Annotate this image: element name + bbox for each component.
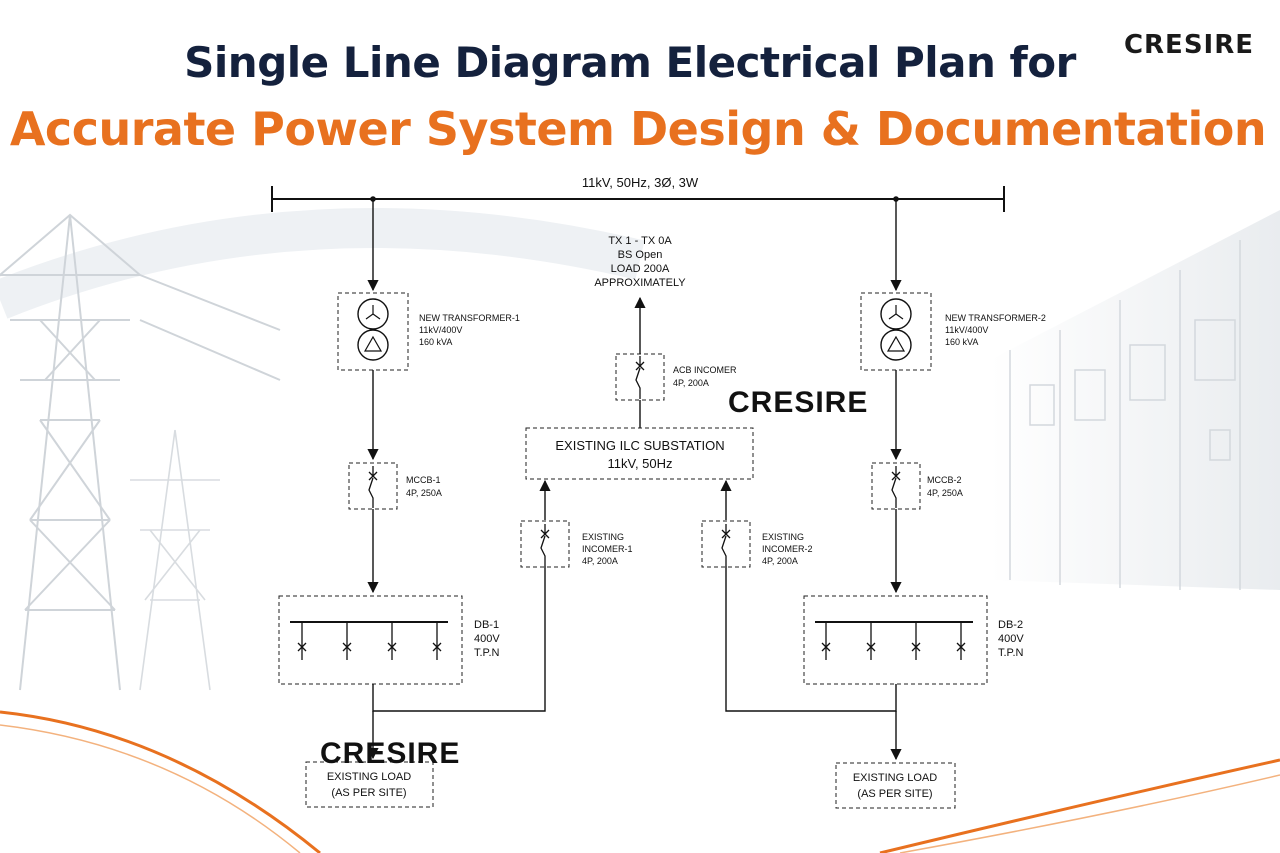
transmission-tower-icon: [130, 429, 220, 691]
db2-to-incomer2-line: [725, 566, 897, 712]
transformer-2: [860, 292, 932, 371]
tx-feed-line1: TX 1 - TX 0A: [608, 235, 672, 247]
db-2-type: T.P.N: [998, 647, 1024, 659]
breaker-symbol-icon: [368, 466, 378, 508]
watermark-logo: CRESIRE: [320, 737, 460, 770]
wye-symbol-icon: [888, 305, 904, 320]
load-1-line1: EXISTING LOAD: [327, 771, 411, 783]
acb-incomer-rating: 4P, 200A: [673, 378, 709, 388]
delta-symbol-icon: [363, 335, 383, 352]
breaker-symbol-icon: [721, 524, 731, 566]
db-1: [278, 595, 463, 685]
db1-to-incomer1-line: [372, 566, 546, 712]
tx-feed-line4: APPROXIMATELY: [594, 277, 686, 289]
acb-incomer-name: ACB INCOMER: [673, 365, 737, 375]
transformer-1-capacity: 160 kVA: [419, 337, 452, 347]
breaker-symbol-icon: [635, 356, 645, 399]
load-2-line2: (AS PER SITE): [857, 788, 932, 800]
db-1-name: DB-1: [474, 619, 499, 631]
transformer-1-rating: 11kV/400V: [419, 325, 462, 335]
mccb-1-name: MCCB-1: [406, 475, 441, 485]
tx-feed-line2: BS Open: [618, 249, 663, 261]
existing-load-2: EXISTING LOAD (AS PER SITE): [835, 762, 956, 809]
db-2-breakers: [821, 622, 966, 660]
mccb-2-rating: 4P, 250A: [927, 488, 963, 498]
db-2-voltage: 400V: [998, 633, 1024, 645]
incomer-2-line2: INCOMER-2: [762, 544, 813, 554]
existing-load-1: EXISTING LOAD (AS PER SITE): [305, 761, 434, 808]
db-1-type: T.P.N: [474, 647, 500, 659]
incomer-1-rating: 4P, 200A: [582, 556, 618, 566]
db-1-voltage: 400V: [474, 633, 500, 645]
brand-logo: CRESIRE: [1123, 30, 1254, 60]
watermark-logo: CRESIRE: [728, 386, 868, 419]
switchgear-panel-icon: [990, 210, 1280, 590]
mccb-1: [348, 462, 398, 510]
supply-bus-label: 11kV, 50Hz, 3Ø, 3W: [582, 175, 699, 190]
mccb-1-rating: 4P, 250A: [406, 488, 442, 498]
incomer-1-line1: EXISTING: [582, 532, 624, 542]
load-2-line1: EXISTING LOAD: [853, 772, 937, 784]
incomer-1-line2: INCOMER-1: [582, 544, 633, 554]
acb-incomer: [615, 353, 665, 401]
transformer-1: [337, 292, 409, 371]
breaker-symbol-icon: [891, 466, 901, 508]
transformer-2-capacity: 160 kVA: [945, 337, 978, 347]
substation-rating: 11kV, 50Hz: [607, 456, 672, 471]
breaker-symbol-icon: [540, 524, 550, 566]
load-1-line2: (AS PER SITE): [331, 787, 406, 799]
transformer-1-name: NEW TRANSFORMER-1: [419, 313, 520, 323]
supply-busbar: [271, 186, 1005, 212]
incomer-1: [520, 520, 570, 568]
transmission-tower-icon: [0, 213, 281, 691]
transformer-2-name: NEW TRANSFORMER-2: [945, 313, 1046, 323]
transformer-2-rating: 11kV/400V: [945, 325, 988, 335]
db-1-breakers: [297, 622, 442, 660]
title-line-1: Single Line Diagram Electrical Plan for: [184, 38, 1076, 87]
mccb-2: [871, 462, 921, 510]
title-line-2: Accurate Power System Design & Documenta…: [9, 102, 1267, 156]
mccb-2-name: MCCB-2: [927, 475, 962, 485]
delta-symbol-icon: [886, 335, 906, 352]
db-2: [803, 595, 988, 685]
wye-symbol-icon: [365, 305, 381, 320]
incomer-2: [701, 520, 751, 568]
incomer-2-rating: 4P, 200A: [762, 556, 798, 566]
substation-name: EXISTING ILC SUBSTATION: [555, 438, 724, 453]
substation-box: [525, 427, 754, 480]
incomer-2-line1: EXISTING: [762, 532, 804, 542]
db-2-name: DB-2: [998, 619, 1023, 631]
tx-feed-line3: LOAD 200A: [611, 263, 670, 275]
